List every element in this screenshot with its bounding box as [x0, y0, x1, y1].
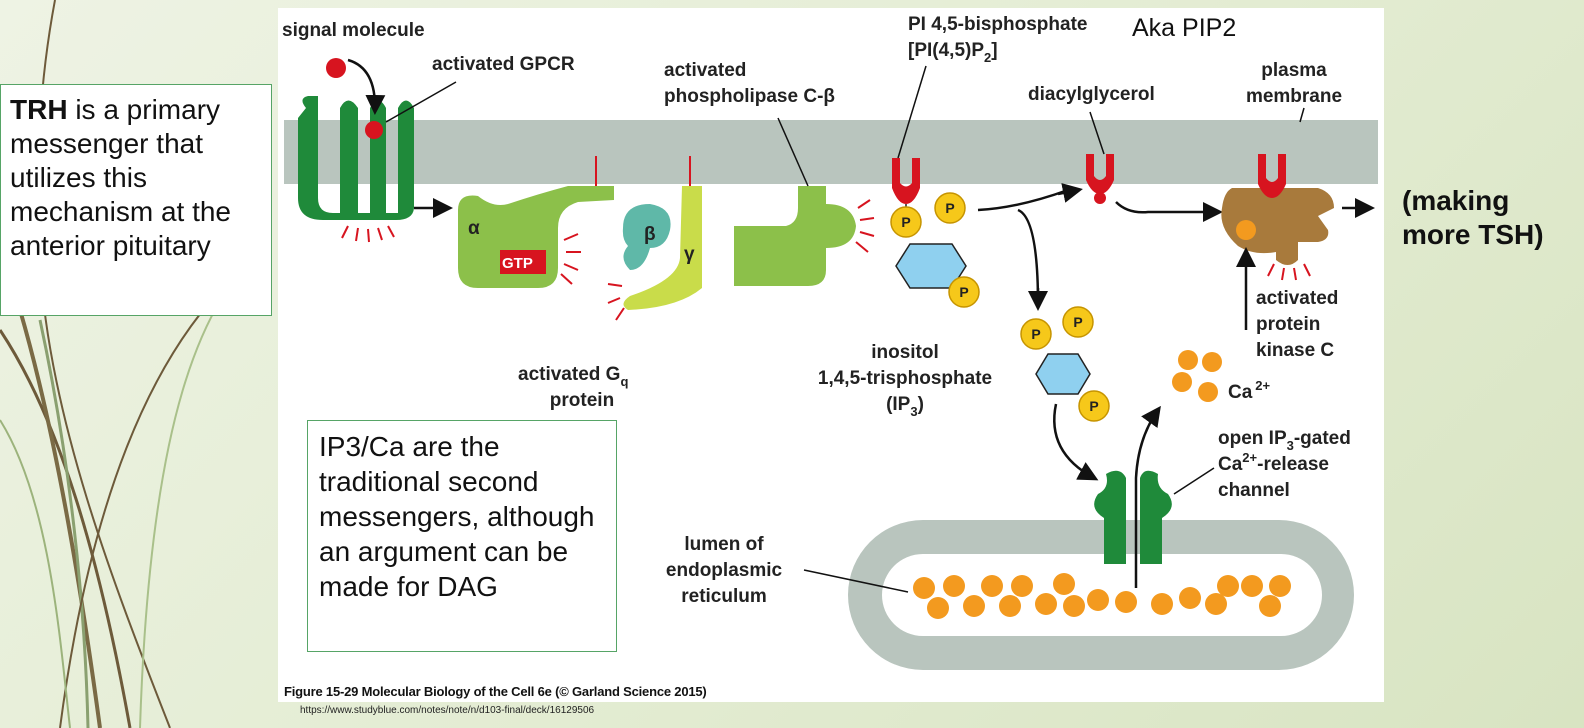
phosphate-p: P	[959, 284, 968, 300]
label-pip2-line2: [PI(4,5)P2]	[908, 40, 998, 65]
label-pkc-line1: activated	[1256, 288, 1338, 309]
protein-kinase-c	[1221, 154, 1334, 281]
phospholipase-c-beta	[734, 186, 875, 286]
label-plc-line1: activated	[664, 60, 746, 81]
label-pip2-line1: PI 4,5-bisphosphate	[908, 14, 1087, 35]
phosphate-p: P	[945, 200, 954, 216]
making-tsh-note: (making more TSH)	[1402, 185, 1544, 250]
ip3-gated-ca-channel	[1094, 470, 1172, 564]
label-pkc-line3: kinase C	[1256, 340, 1334, 361]
label-beta: β	[644, 224, 656, 245]
label-er-line1: lumen of	[684, 534, 764, 555]
label-channel-line3: channel	[1218, 480, 1290, 501]
label-ip3-line3: (IP3)	[886, 394, 924, 419]
label-gq-line2: protein	[550, 390, 614, 411]
label-channel-line1: open IP3-gated	[1218, 428, 1351, 453]
source-url[interactable]: https://www.studyblue.com/notes/note/n/d…	[300, 705, 595, 716]
endoplasmic-reticulum	[848, 520, 1354, 670]
ip3-molecule	[1020, 306, 1110, 422]
phosphate-p: P	[1089, 398, 1098, 414]
label-er-line2: endoplasmic	[666, 560, 783, 581]
trh-bold: TRH	[10, 94, 68, 125]
signal-molecule	[326, 58, 346, 78]
label-gamma: γ	[684, 244, 695, 265]
pip2-molecule	[890, 158, 980, 308]
figure-caption: Figure 15-29 Molecular Biology of the Ce…	[284, 684, 707, 699]
label-alpha: α	[468, 218, 480, 239]
g-alpha-subunit	[458, 156, 614, 288]
label-plasma-line2: membrane	[1246, 86, 1342, 107]
trh-note-box: TRH is a primary messenger that utilizes…	[0, 84, 272, 316]
phosphate-p: P	[1031, 326, 1040, 342]
ip3-text: IP3/Ca are the traditional second messen…	[319, 431, 595, 602]
label-gtp: GTP	[502, 255, 533, 272]
signaling-diagram: signal molecule activated GPCR activated…	[278, 8, 1384, 702]
label-channel-line2: Ca2+-release	[1218, 450, 1329, 475]
label-activated-gpcr: activated GPCR	[432, 54, 575, 75]
label-plc-line2: phospholipase C-β	[664, 86, 835, 107]
label-plasma-line1: plasma	[1261, 60, 1327, 81]
label-er-line3: reticulum	[681, 586, 767, 607]
label-signal-molecule: signal molecule	[282, 20, 425, 41]
phosphate-p: P	[901, 214, 910, 230]
label-pkc-line2: protein	[1256, 314, 1320, 335]
plasma-membrane	[284, 120, 1378, 184]
label-ip3-line1: inositol	[871, 342, 939, 363]
diacylglycerol-molecule	[1086, 154, 1114, 204]
trh-text: is a primary messenger that utilizes thi…	[10, 94, 231, 261]
label-ip3-line2: 1,4,5-trisphosphate	[818, 368, 992, 389]
aka-pip2-note: Aka PIP2	[1132, 14, 1237, 42]
gpcr-receptor	[298, 96, 414, 243]
g-beta-gamma-subunits	[607, 156, 702, 321]
phosphate-labels: P P P P P P	[901, 200, 1098, 414]
ip3-note-box: IP3/Ca are the traditional second messen…	[307, 420, 617, 652]
phosphate-p: P	[1073, 314, 1082, 330]
label-gq-line1: activated Gq	[518, 364, 628, 389]
label-diacylglycerol: diacylglycerol	[1028, 84, 1155, 105]
calcium-ions	[1172, 350, 1222, 402]
